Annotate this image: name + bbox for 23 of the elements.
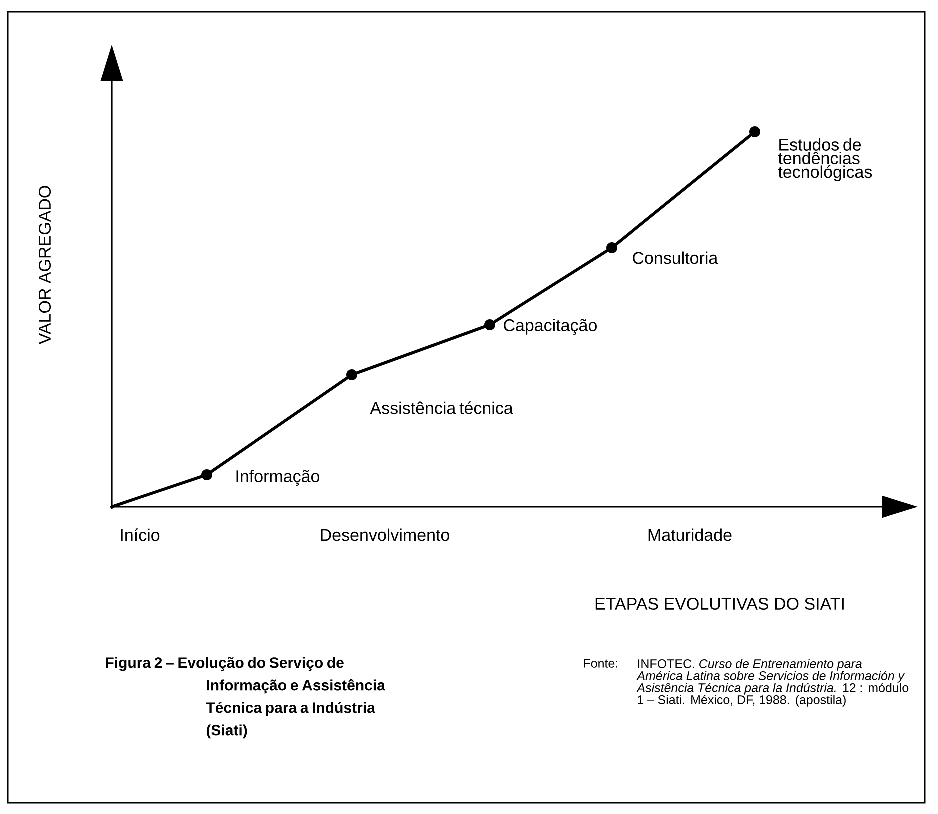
line-segment (356, 325, 486, 375)
figure-caption: Figura 2 – Evolução do Serviço de Informação e Assistência Técnica para a Indústria (Siati) (106, 657, 386, 739)
line-segment (493, 250, 609, 324)
point-label: Consultoria (633, 252, 718, 264)
point-marker (202, 470, 212, 480)
point-marker (606, 242, 618, 254)
source-label: Fonte: (584, 659, 618, 668)
point-marker (750, 126, 760, 138)
stage-label: Desenvolvimento (321, 528, 450, 542)
stage-label: Maturidade (648, 528, 732, 542)
source-note: INFOTEC. Curso de Entrenamiento para América Latina sobre Servicios de Información y Asistência Técnica para la Indústria. 12 : módulo 1 – Siati. México, DF, 1988. (apostila) (636, 659, 909, 707)
point-label: Capacitação (504, 319, 597, 335)
line-segment (110, 475, 204, 508)
point-label: Assistência técnica (370, 402, 514, 414)
axis-title: VALOR AGREGADO (38, 186, 52, 345)
point-label: Estudos de tendências tecnológicas (778, 138, 872, 182)
line-segment (614, 134, 752, 246)
axis-title: ETAPAS EVOLUTIVAS DO SIATI (596, 598, 844, 610)
stage-label: Início (121, 528, 160, 542)
point-marker (346, 370, 358, 380)
point-marker (484, 320, 496, 330)
point-label: Informação (236, 470, 320, 486)
line-segment (210, 376, 349, 474)
